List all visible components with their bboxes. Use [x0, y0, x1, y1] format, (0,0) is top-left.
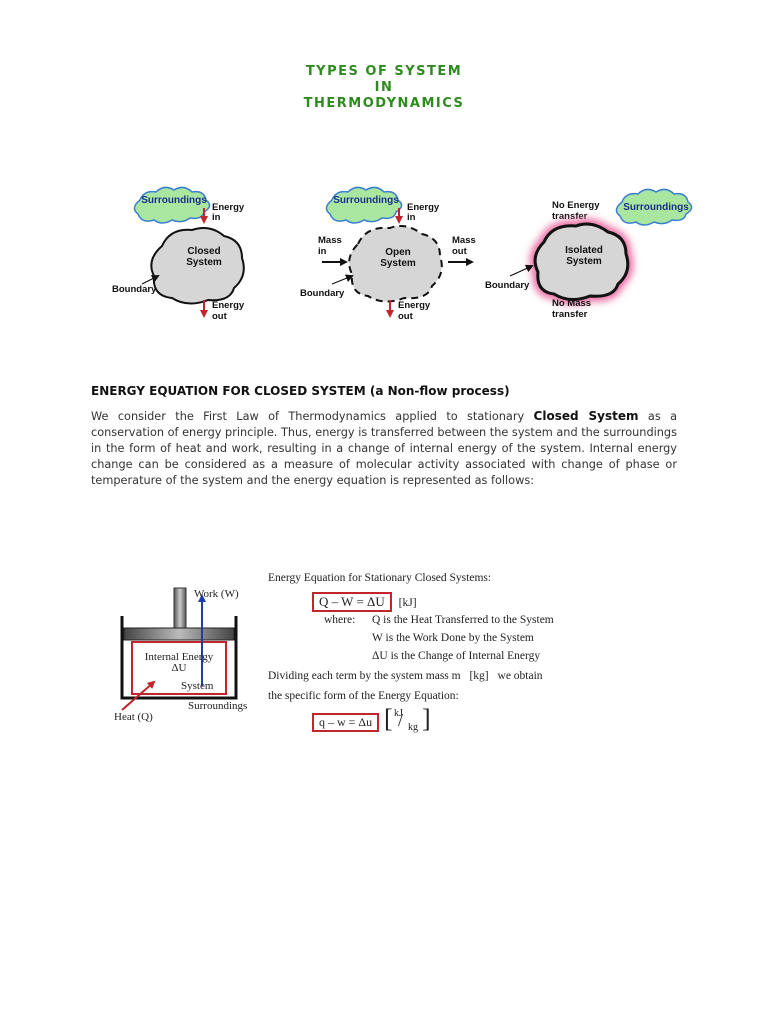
boundary-label-open: Boundary [300, 288, 345, 299]
mass-out-label: Mass [452, 235, 476, 246]
equation-2-row: q – w = Δu [ kJ / kg ] [312, 704, 431, 734]
boundary-label-isolated: Boundary [485, 280, 530, 291]
mass-unit: [kg] [469, 670, 489, 682]
equation-2: q – w = Δu [312, 712, 380, 732]
svg-text:out: out [212, 311, 228, 322]
svg-text:in: in [212, 212, 221, 223]
piston-rod [173, 587, 187, 631]
paragraph-text-before: We consider the First Law of Thermodynam… [91, 410, 534, 423]
piston-head [123, 627, 235, 641]
definition-u: ΔU is the Change of Internal Energy [372, 650, 541, 662]
heat-arrow [121, 680, 156, 711]
open-system-group: Surroundings Energy in Open System Mass … [300, 186, 476, 322]
surroundings-cloud-isolated [615, 188, 693, 226]
dividing-row: Dividing each term by the system mass m … [268, 670, 543, 682]
page-title: TYPES OF SYSTEM IN THERMODYNAMICS [0, 64, 768, 112]
mass-in-label: Mass [318, 235, 342, 246]
specific-form-text: the specific form of the Energy Equation… [268, 690, 459, 702]
obtain-text: we obtain [497, 670, 543, 682]
svg-text:in: in [318, 246, 327, 257]
closed-system-blob [150, 227, 245, 305]
work-label: Work (W) [194, 588, 239, 600]
boundary-pointer-isolated [509, 264, 534, 277]
piston-cylinder-diagram: Work (W) Internal Energy ΔU System Heat … [114, 587, 247, 723]
surroundings-label-closed: Surroundings [141, 195, 207, 206]
equation-1-row: Q – W = ΔU [kJ] [312, 592, 417, 612]
energy-out-label-open: Energy [398, 300, 431, 311]
no-energy-label: No Energy [552, 200, 600, 211]
system-boundary [131, 641, 227, 695]
title-line-2: IN [374, 80, 394, 95]
energy-out-label-closed: Energy [212, 300, 245, 311]
heat-label: Heat (Q) [114, 711, 153, 723]
svg-text:System: System [186, 257, 222, 268]
surroundings-label-open: Surroundings [333, 195, 399, 206]
surroundings-label: Surroundings [188, 700, 247, 712]
boundary-pointer-closed [141, 275, 160, 285]
where-label: where: [324, 614, 356, 626]
equation-1: Q – W = ΔU [312, 592, 392, 612]
svg-text:out: out [452, 246, 468, 257]
surroundings-label-isolated: Surroundings [623, 202, 689, 213]
boundary-label-closed: Boundary [112, 284, 157, 295]
svg-text:ΔU: ΔU [171, 662, 186, 674]
svg-text:out: out [398, 311, 414, 322]
open-system-blob [348, 225, 443, 303]
surroundings-cloud-open [325, 186, 403, 224]
title-line-3: THERMODYNAMICS [303, 96, 465, 111]
boundary-pointer-open [331, 274, 354, 285]
definition-q: Q is the Heat Transferred to the System [372, 614, 554, 626]
isolated-system-group: No Energy transfer Surroundings Isolated… [485, 188, 693, 320]
svg-text:in: in [407, 212, 416, 223]
dividing-text: Dividing each term by the system mass m [268, 670, 461, 682]
svg-text:System: System [566, 256, 602, 267]
energy-in-label-closed: Energy [212, 202, 245, 213]
isolated-system-blob [533, 222, 630, 301]
title-line-1: TYPES OF SYSTEM [305, 64, 463, 79]
svg-text:transfer: transfer [552, 211, 588, 222]
cylinder-wall [120, 616, 238, 700]
system-types-diagram: Surroundings Energy in Closed System Ene… [112, 186, 693, 322]
equation-2-unit: [ kJ / kg ] [384, 704, 431, 734]
paragraph-bold-term: Closed System [533, 409, 639, 423]
section-paragraph: We consider the First Law of Thermodynam… [91, 408, 677, 489]
closed-system-group: Surroundings Energy in Closed System Ene… [112, 186, 245, 322]
internal-energy-label: Internal Energy [145, 651, 214, 663]
equation-header: Energy Equation for Stationary Closed Sy… [268, 572, 492, 584]
definition-w: W is the Work Done by the System [372, 632, 534, 644]
system-label: System [181, 680, 214, 692]
isolated-system-name: Isolated [565, 245, 603, 256]
svg-text:System: System [380, 258, 416, 269]
section-heading: ENERGY EQUATION FOR CLOSED SYSTEM (a Non… [91, 384, 510, 398]
no-mass-label: No Mass [552, 298, 591, 309]
open-system-name: Open [385, 247, 411, 258]
paragraph-text-after: as a conservation of energy principle. T… [91, 410, 677, 487]
energy-in-label-open: Energy [407, 202, 440, 213]
svg-text:transfer: transfer [552, 309, 588, 320]
equation-1-unit: [kJ] [398, 597, 417, 609]
closed-system-name: Closed [187, 246, 220, 257]
